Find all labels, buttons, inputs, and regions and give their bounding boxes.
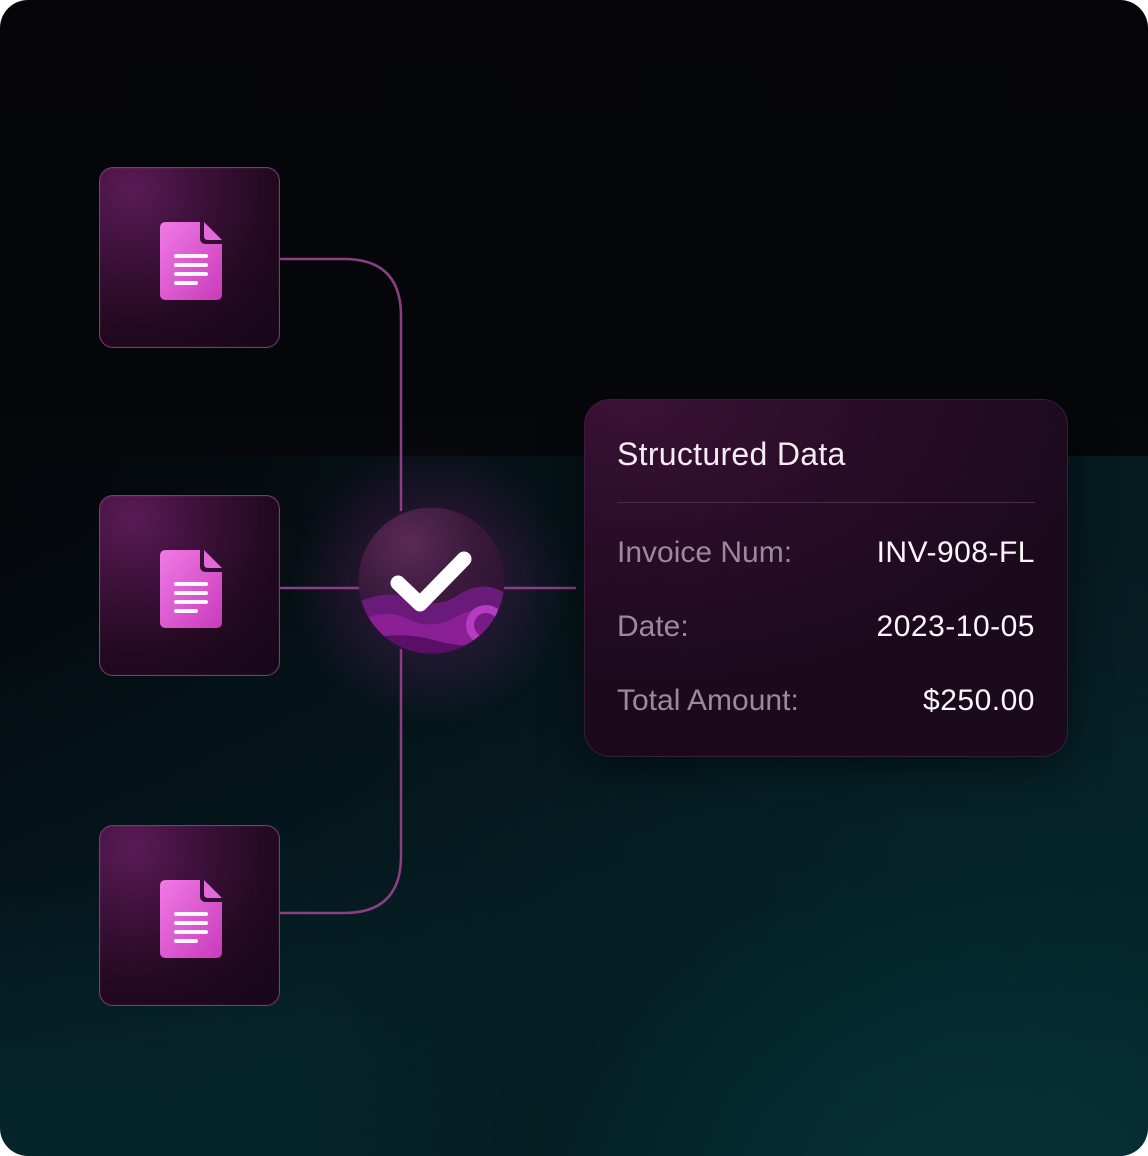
document-icon — [160, 222, 222, 300]
document-tile-1 — [99, 167, 280, 348]
field-date: Date: 2023-10-05 — [617, 607, 1035, 647]
card-divider — [617, 502, 1035, 503]
field-total-amount: Total Amount: $250.00 — [617, 681, 1035, 721]
structured-data-card: Structured Data Invoice Num: INV-908-FL … — [584, 399, 1068, 757]
connector-bottom — [279, 648, 403, 915]
field-value: 2023-10-05 — [876, 610, 1035, 643]
field-label: Invoice Num: — [617, 536, 793, 569]
field-invoice-num: Invoice Num: INV-908-FL — [617, 533, 1035, 573]
field-label: Date: — [617, 610, 689, 643]
document-tile-2 — [99, 495, 280, 676]
document-icon — [160, 550, 222, 628]
checkmark-hub — [358, 507, 505, 654]
connector-top — [279, 257, 403, 512]
field-value: $250.00 — [923, 684, 1035, 717]
field-label: Total Amount: — [617, 684, 799, 717]
card-title: Structured Data — [617, 436, 846, 472]
document-icon — [160, 880, 222, 958]
checkmark-icon — [390, 551, 472, 612]
document-tile-3 — [99, 825, 280, 1006]
field-value: INV-908-FL — [876, 536, 1035, 569]
